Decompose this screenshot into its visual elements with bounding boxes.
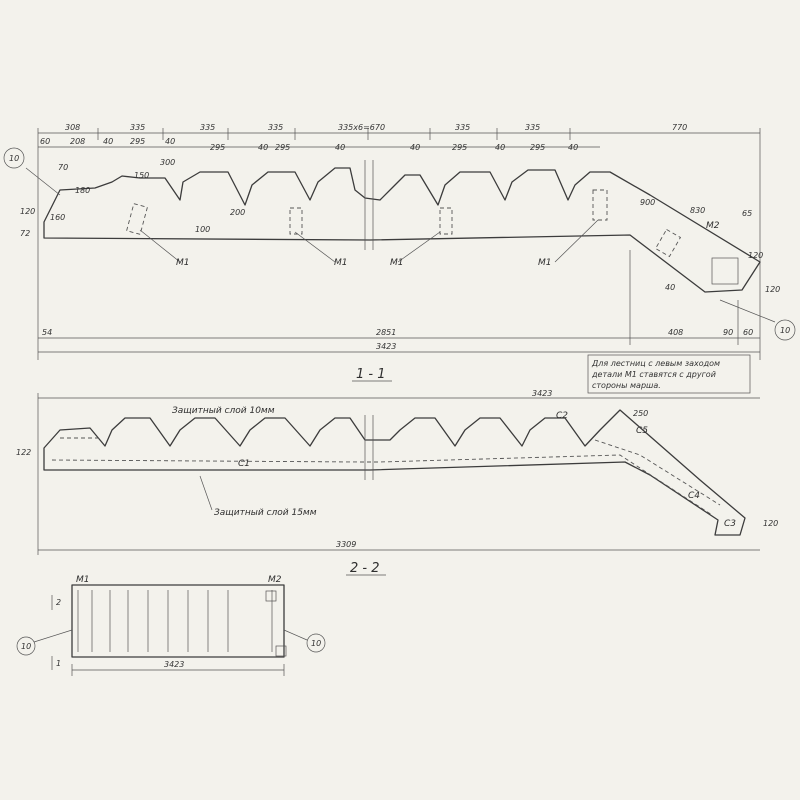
plan-label-m2: М2 <box>268 575 282 585</box>
dim-120-b: 120 <box>765 285 780 294</box>
plan-label-m1: М1 <box>76 575 90 585</box>
dim-40-f: 40 <box>495 143 505 152</box>
callout-10-a: 10 <box>9 154 19 163</box>
dim-40-c: 40 <box>258 143 268 152</box>
dim-2851: 2851 <box>376 328 396 337</box>
callout-10-b: 10 <box>780 326 790 335</box>
section-2-2: 3423 122 Защитный слой 10мм С2 250 С5 С1… <box>16 389 778 576</box>
dim-295-d: 295 <box>452 143 467 152</box>
dim-295-c: 295 <box>275 143 290 152</box>
plan-callout-10-b: 10 <box>311 639 321 648</box>
label-c4: С4 <box>688 491 700 501</box>
dim-900: 900 <box>640 198 655 207</box>
dim-830: 830 <box>690 206 705 215</box>
dim-3423-b: 3423 <box>532 389 552 398</box>
flight-profile-1 <box>43 167 761 293</box>
dim-120-s2: 120 <box>763 519 778 528</box>
dim-250: 250 <box>633 409 648 418</box>
dim-40-g: 40 <box>568 143 578 152</box>
dim-3309: 3309 <box>336 540 356 549</box>
dim-40-a: 40 <box>103 137 113 146</box>
label-m2: М2 <box>706 221 720 231</box>
section-1-1: 308 335 335 335 335х6=670 335 335 770 60… <box>3 123 796 382</box>
plan-dim-3423: 3423 <box>164 660 184 669</box>
dim-180: 180 <box>75 186 90 195</box>
dim-335-4: 335 <box>455 123 470 132</box>
dim-72: 72 <box>20 229 30 238</box>
dim-295-a: 295 <box>130 137 145 146</box>
label-protect-15: Защитный слой 15мм <box>214 508 317 518</box>
section-title-2-2: 2 - 2 <box>350 561 380 576</box>
dim-54: 54 <box>42 328 52 337</box>
plan-mark-1: 1 <box>56 659 61 668</box>
dim-770: 770 <box>672 123 687 132</box>
label-protect-10: Защитный слой 10мм <box>172 406 275 416</box>
dim-300: 300 <box>160 158 175 167</box>
note-box: Для лестниц с левым заходом детали М1 ст… <box>587 354 751 394</box>
dim-335-2: 335 <box>200 123 215 132</box>
dim-120-c: 120 <box>748 251 763 260</box>
dim-40-b: 40 <box>165 137 175 146</box>
dim-295-b: 295 <box>210 143 225 152</box>
dim-295-e: 295 <box>530 143 545 152</box>
dim-3423: 3423 <box>376 342 396 351</box>
section-title-1-1: 1 - 1 <box>356 367 386 382</box>
label-c3: С3 <box>724 519 736 529</box>
dim-90: 90 <box>723 328 733 337</box>
dim-60: 60 <box>40 137 50 146</box>
dim-335-3: 335 <box>268 123 283 132</box>
dim-335-1: 335 <box>130 123 145 132</box>
label-c1: С1 <box>238 459 250 469</box>
note-line-3: стороны марша. <box>592 381 661 390</box>
dim-335-5: 335 <box>525 123 540 132</box>
dim-160: 160 <box>50 213 65 222</box>
dim-60-b: 60 <box>743 328 753 337</box>
flight-profile-2 <box>43 409 746 536</box>
dim-308: 308 <box>65 123 80 132</box>
dim-100: 100 <box>195 225 210 234</box>
dim-335x6: 335х6=670 <box>338 123 385 132</box>
plan-view: М1 М2 2 1 10 10 3423 <box>16 575 326 676</box>
label-c2: С2 <box>556 411 568 421</box>
label-m1-d: М1 <box>538 258 552 268</box>
dim-70: 70 <box>58 163 68 172</box>
note-line-2: детали М1 ставятся с другой <box>591 370 716 379</box>
label-m1-a: М1 <box>176 258 190 268</box>
plan-mark-2: 2 <box>56 598 61 607</box>
label-m1-b: М1 <box>334 258 348 268</box>
dim-40: 40 <box>665 283 675 292</box>
label-m1-c: М1 <box>390 258 404 268</box>
label-c5: С5 <box>636 426 648 436</box>
dim-408: 408 <box>668 328 683 337</box>
dim-200: 200 <box>230 208 245 217</box>
dim-40-e: 40 <box>410 143 420 152</box>
dim-208: 208 <box>70 137 85 146</box>
dim-120-a: 120 <box>20 207 35 216</box>
dim-40-d: 40 <box>335 143 345 152</box>
plan-callout-10-a: 10 <box>21 642 31 651</box>
dim-122: 122 <box>16 448 31 457</box>
dim-150: 150 <box>134 171 149 180</box>
dim-65: 65 <box>742 209 752 218</box>
note-line-1: Для лестниц с левым заходом <box>591 359 720 368</box>
